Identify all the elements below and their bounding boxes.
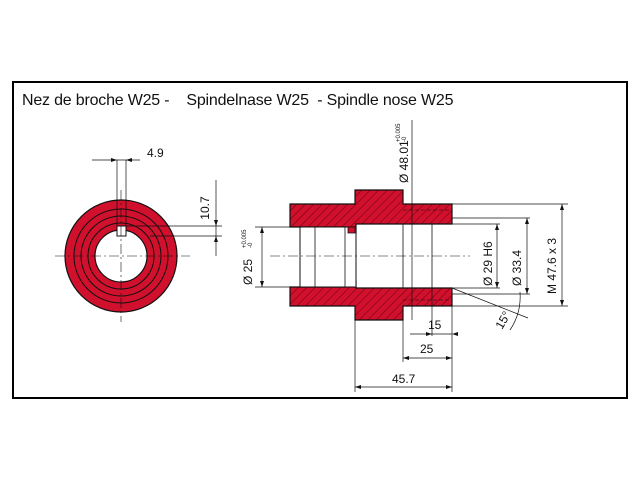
bore — [94, 229, 148, 283]
section-view — [255, 120, 568, 392]
dim-dia-48-01-tol-low: -0 — [402, 136, 408, 142]
dim-dia-25: Ø 25 — [241, 259, 255, 285]
keyway — [116, 225, 127, 237]
dim-dia-48-01-tol-up: +0.005 — [396, 123, 402, 142]
dim-4-9: 4.9 — [147, 146, 164, 160]
dim-10-7: 10.7 — [198, 196, 212, 220]
drawing-title: Nez de broche W25 - Spindelnase W25 - Sp… — [22, 92, 454, 109]
dim-dia-48-01: Ø 48.01 — [397, 140, 411, 183]
dim-dia-33-4: Ø 33.4 — [510, 250, 524, 286]
drawing-frame — [12, 81, 628, 399]
dim-45-7: 45.7 — [392, 372, 416, 386]
groove-top — [347, 226, 356, 234]
dim-15-deg: 15° — [492, 309, 513, 332]
dim-dia-29-h6: Ø 29 H6 — [481, 241, 495, 286]
dim-m47-6: M 47.6 x 3 — [545, 238, 559, 294]
bore-section — [299, 226, 357, 288]
dim-dia-25-tol-low: -0 — [248, 242, 254, 248]
dim-dia-25-tol-up: +0.005 — [242, 229, 248, 248]
dim-25: 25 — [420, 342, 434, 356]
end-view — [55, 158, 222, 322]
dim-15: 15 — [428, 318, 442, 332]
